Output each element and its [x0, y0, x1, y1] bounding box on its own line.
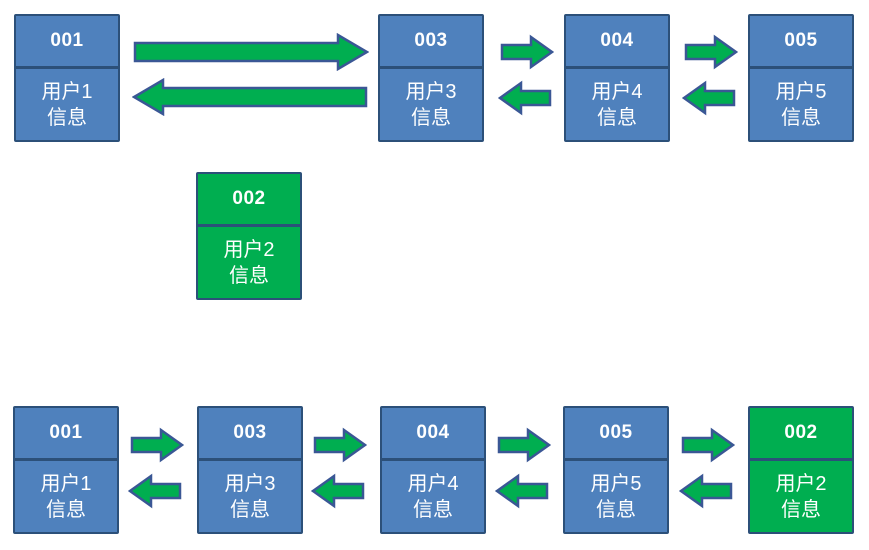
node-top-003: 003 用户3 信息 — [378, 14, 484, 142]
arrow-right-icon — [500, 34, 554, 70]
node-id: 004 — [382, 408, 484, 461]
node-id: 005 — [750, 16, 852, 69]
node-info: 用户3 信息 — [405, 80, 457, 129]
node-bottom-003: 003 用户3 信息 — [197, 406, 303, 534]
arrow-right-icon — [497, 427, 551, 463]
node-top-005: 005 用户5 信息 — [748, 14, 854, 142]
node-info: 用户3 信息 — [224, 472, 276, 521]
node-bottom-002: 002 用户2 信息 — [748, 406, 854, 534]
arrow-left-icon — [495, 473, 549, 509]
node-id: 002 — [750, 408, 852, 461]
node-id: 002 — [198, 174, 300, 227]
arrow-left-icon — [498, 80, 552, 116]
arrow-left-icon — [682, 80, 736, 116]
node-id: 003 — [199, 408, 301, 461]
arrow-right-icon — [133, 33, 369, 71]
node-info: 用户5 信息 — [775, 80, 827, 129]
node-id: 004 — [566, 16, 668, 69]
node-id: 001 — [16, 16, 118, 69]
node-top-001: 001 用户1 信息 — [14, 14, 120, 142]
node-top-004: 004 用户4 信息 — [564, 14, 670, 142]
node-bottom-001: 001 用户1 信息 — [13, 406, 119, 534]
arrow-left-icon — [311, 473, 365, 509]
arrow-left-icon — [132, 78, 368, 116]
arrow-right-icon — [130, 427, 184, 463]
node-info: 用户5 信息 — [590, 472, 642, 521]
node-info: 用户1 信息 — [41, 80, 93, 129]
node-info: 用户2 信息 — [775, 472, 827, 521]
arrow-right-icon — [684, 34, 738, 70]
node-id: 003 — [380, 16, 482, 69]
node-bottom-005: 005 用户5 信息 — [563, 406, 669, 534]
arrow-left-icon — [679, 473, 733, 509]
node-info: 用户1 信息 — [40, 472, 92, 521]
arrow-right-icon — [681, 427, 735, 463]
node-bottom-004: 004 用户4 信息 — [380, 406, 486, 534]
arrow-left-icon — [128, 473, 182, 509]
node-id: 005 — [565, 408, 667, 461]
node-detached-002: 002 用户2 信息 — [196, 172, 302, 300]
node-info: 用户2 信息 — [223, 238, 275, 287]
node-info: 用户4 信息 — [407, 472, 459, 521]
arrow-right-icon — [313, 427, 367, 463]
node-id: 001 — [15, 408, 117, 461]
node-info: 用户4 信息 — [591, 80, 643, 129]
